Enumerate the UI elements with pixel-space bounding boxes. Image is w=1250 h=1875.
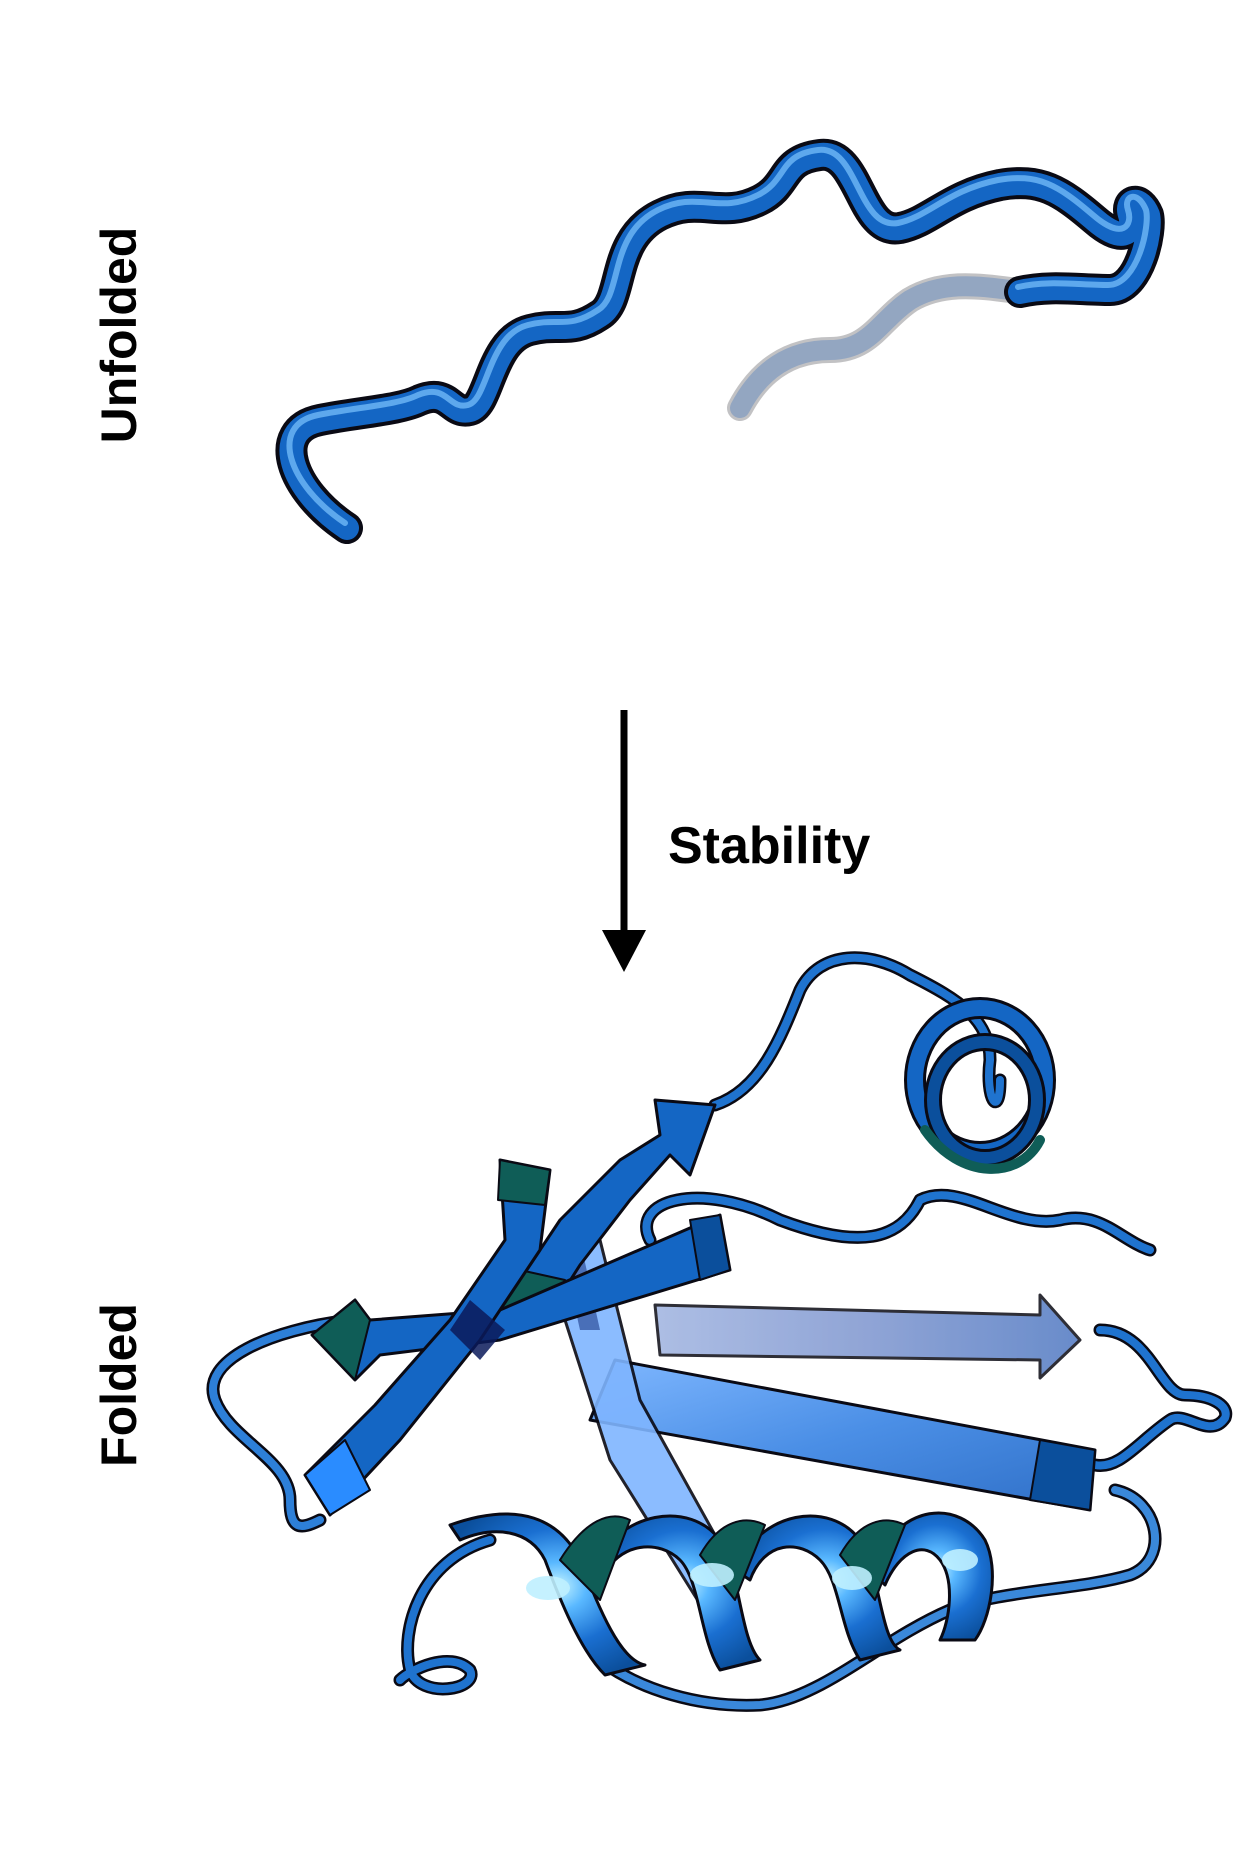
folded-label: Folded bbox=[91, 1303, 147, 1467]
protein-ribbon-icon bbox=[206, 951, 1233, 1712]
small-helix bbox=[904, 997, 1056, 1174]
down-arrow-icon bbox=[602, 710, 646, 972]
random-coil-tube-icon bbox=[275, 139, 1165, 544]
stability-label: Stability bbox=[668, 817, 870, 875]
unfolded-label: Unfolded bbox=[91, 227, 147, 444]
large-helix bbox=[448, 1511, 994, 1677]
